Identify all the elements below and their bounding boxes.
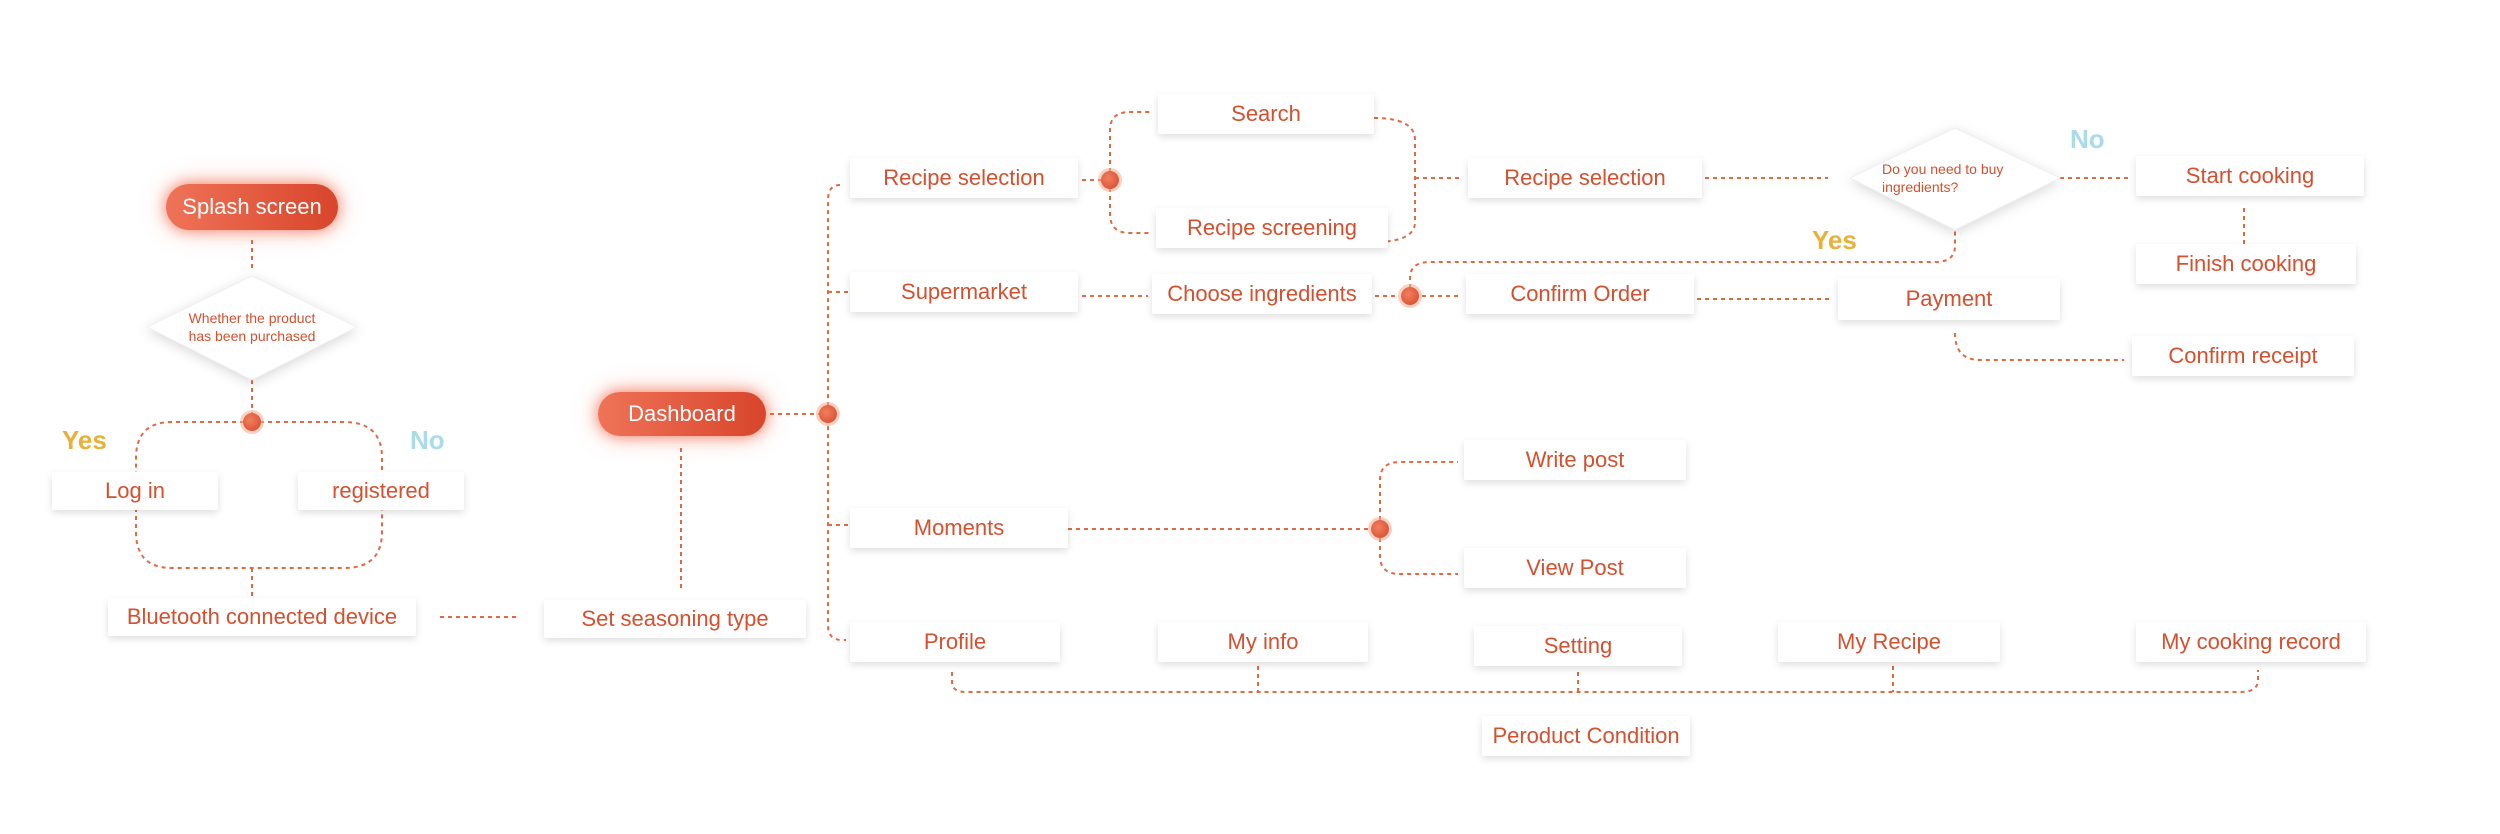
no-label: No (2070, 124, 2105, 154)
finish-cooking-node: Finish cooking (2136, 244, 2356, 284)
yes-label: Yes (62, 425, 107, 455)
junction-dot (1101, 171, 1119, 189)
junction-dot (1401, 287, 1419, 305)
my-cooking-record-node: My cooking record (2136, 622, 2366, 662)
moments-node: Moments (850, 508, 1068, 548)
write-post-node: Write post (1464, 440, 1686, 480)
no-label: No (410, 425, 445, 455)
buy-ingredients-decision-text: Do you need to buy ingredients? (1882, 161, 2004, 195)
recipe-selection-2-node: Recipe selection (1468, 158, 1702, 198)
confirm-receipt-node: Confirm receipt (2132, 336, 2354, 376)
payment-node: Payment (1838, 278, 2060, 320)
confirm-order-node: Confirm Order (1466, 274, 1694, 314)
choose-ingredients-node: Choose ingredients (1152, 274, 1372, 314)
supermarket-node: Supermarket (850, 272, 1078, 312)
my-recipe-node: My Recipe (1778, 622, 2000, 662)
junction-dot (819, 405, 837, 423)
product-condition-node: Peroduct Condition (1482, 716, 1690, 756)
dashboard-node: Dashboard (598, 392, 766, 436)
bluetooth-node: Bluetooth connected device (108, 598, 416, 636)
login-node: Log in (52, 472, 218, 510)
splash-screen-node: Splash screen (166, 184, 338, 230)
profile-node: Profile (850, 622, 1060, 662)
view-post-node: View Post (1464, 548, 1686, 588)
registered-node: registered (298, 472, 464, 510)
recipe-screening-node: Recipe screening (1156, 208, 1388, 248)
junction-dot (1371, 520, 1389, 538)
junction-dot (243, 413, 261, 431)
recipe-selection-node: Recipe selection (850, 158, 1078, 198)
seasoning-node: Set seasoning type (544, 600, 806, 638)
search-node: Search (1158, 94, 1374, 134)
setting-node: Setting (1474, 626, 1682, 666)
yes-label: Yes (1812, 225, 1857, 255)
purchased-decision-text: Whether the product has been purchased (188, 310, 316, 344)
start-cooking-node: Start cooking (2136, 156, 2364, 196)
my-info-node: My info (1158, 622, 1368, 662)
